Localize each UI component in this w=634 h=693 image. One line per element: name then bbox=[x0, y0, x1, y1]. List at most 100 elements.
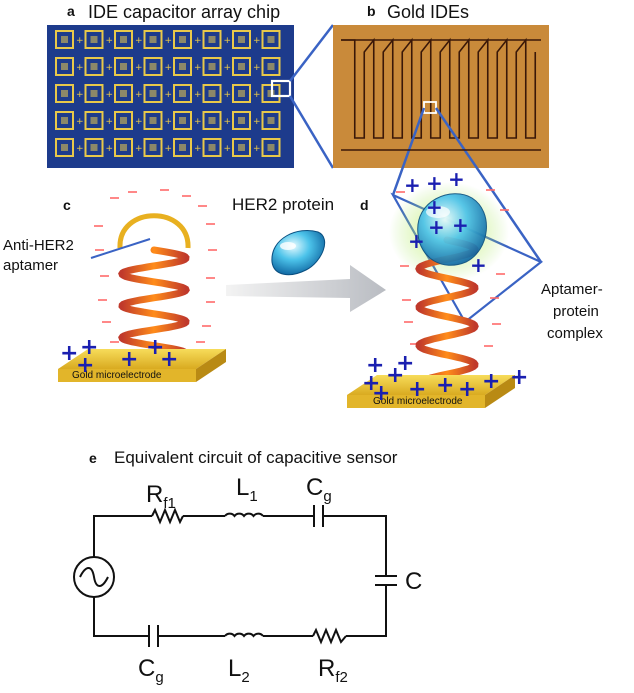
chip-cell bbox=[232, 57, 251, 76]
chip-cell bbox=[173, 30, 192, 49]
resistor-rf2 bbox=[312, 627, 347, 645]
chip-cell bbox=[202, 111, 222, 130]
chip-cell bbox=[84, 57, 104, 76]
positive-charge: + bbox=[396, 351, 414, 376]
chip-marker: + bbox=[76, 144, 84, 154]
chip-cell bbox=[173, 111, 192, 130]
chip-cell-core bbox=[179, 63, 186, 70]
positive-charge: + bbox=[80, 335, 98, 360]
chip-cell bbox=[55, 111, 74, 130]
inductor-l2 bbox=[224, 632, 264, 638]
ac-source bbox=[73, 556, 115, 598]
chip-marker: + bbox=[224, 63, 232, 73]
chip-cell bbox=[55, 84, 74, 103]
chip-cell bbox=[55, 138, 74, 157]
chip-marker: + bbox=[76, 117, 84, 127]
panel-e-title: Equivalent circuit of capacitive sensor bbox=[114, 448, 398, 467]
chip-cell-core bbox=[267, 144, 275, 151]
bound-protein-highlight bbox=[426, 206, 450, 218]
chip-cell-core bbox=[238, 144, 245, 151]
resistor-rf1 bbox=[151, 507, 184, 525]
chip-marker: + bbox=[106, 117, 114, 127]
capacitor-cg-bottom bbox=[148, 625, 159, 647]
chip-cell-core bbox=[61, 90, 68, 97]
positive-charge: + bbox=[426, 171, 443, 195]
chip-cell-core bbox=[90, 117, 98, 124]
chip-marker: + bbox=[165, 63, 173, 73]
aptamer-label-line1: Anti-HER2 bbox=[3, 237, 74, 254]
chip-cell bbox=[261, 138, 281, 157]
protein-highlight bbox=[280, 242, 296, 250]
electrode-c-top bbox=[58, 349, 226, 369]
chip-marker: + bbox=[76, 90, 84, 100]
chip-cell-core bbox=[179, 144, 186, 151]
her2-protein bbox=[271, 230, 326, 276]
positive-charge: + bbox=[362, 371, 380, 396]
chip-cell-core bbox=[208, 144, 216, 151]
chip-marker: + bbox=[224, 144, 232, 154]
positive-charge: + bbox=[510, 365, 528, 390]
chip-cell bbox=[84, 84, 104, 103]
electrode-d-side bbox=[485, 375, 515, 408]
panel-b-title: Gold IDEs bbox=[387, 2, 469, 22]
chip-cell-core bbox=[120, 36, 127, 43]
panel-e-letter: e bbox=[89, 450, 97, 466]
electrode-c-label: Gold microelectrode bbox=[72, 370, 162, 381]
chip-cell-core bbox=[90, 144, 98, 151]
positive-charge: + bbox=[372, 381, 390, 406]
chip-cell bbox=[55, 30, 74, 49]
chip-marker: + bbox=[253, 63, 261, 73]
label-rf2: Rf2 bbox=[318, 655, 348, 686]
chip-cell bbox=[114, 30, 133, 49]
chip-cell bbox=[261, 30, 281, 49]
chip-cell-core bbox=[90, 90, 98, 97]
chip-cell bbox=[55, 57, 74, 76]
chip-cell bbox=[173, 138, 192, 157]
positive-charge: + bbox=[482, 369, 500, 394]
positive-charge: + bbox=[146, 335, 164, 360]
binding-arrow bbox=[226, 265, 386, 312]
chip-cell bbox=[114, 111, 133, 130]
chip-cell-core bbox=[61, 144, 68, 151]
chip-cell bbox=[232, 138, 251, 157]
electrode-d-label: Gold microelectrode bbox=[373, 396, 463, 407]
circuit-wires bbox=[93, 515, 387, 637]
chip-cell-core bbox=[238, 63, 245, 70]
chip-cell bbox=[202, 138, 222, 157]
capacitor-cg-top bbox=[313, 505, 324, 527]
chip-marker: + bbox=[194, 90, 202, 100]
chip-cell-core bbox=[90, 36, 98, 43]
chip-cell-core bbox=[61, 63, 68, 70]
chip-cell-core bbox=[120, 117, 127, 124]
chip-electrode-grid: +++++++++++++++++++++++++++++++++++ bbox=[55, 30, 281, 157]
chip-cell-core bbox=[179, 117, 186, 124]
positive-charge: + bbox=[408, 377, 426, 402]
chip-cell-core bbox=[267, 63, 275, 70]
panel-a-letter: a bbox=[67, 3, 75, 19]
chip-marker: + bbox=[224, 36, 232, 46]
chip-cell-core bbox=[61, 117, 68, 124]
chip-cell bbox=[202, 57, 222, 76]
chip-cell-core bbox=[149, 117, 157, 124]
chip-cell-core bbox=[267, 117, 275, 124]
chip-cell-core bbox=[208, 36, 216, 43]
chip-cell-core bbox=[120, 144, 127, 151]
aptamer-label-line2: aptamer bbox=[3, 257, 58, 274]
chip-marker: + bbox=[135, 63, 143, 73]
chip-cell bbox=[114, 84, 133, 103]
chip-cell bbox=[173, 84, 192, 103]
chip-cell bbox=[261, 111, 281, 130]
capacitor-c bbox=[375, 575, 397, 586]
chip-marker: + bbox=[253, 90, 261, 100]
negative-charges-c bbox=[94, 189, 217, 343]
chip-marker: + bbox=[194, 63, 202, 73]
complex-label-line1: Aptamer- bbox=[541, 281, 603, 298]
chip-marker: + bbox=[106, 36, 114, 46]
chip-marker: + bbox=[224, 90, 232, 100]
positive-charge: + bbox=[428, 215, 445, 239]
inductor-l1 bbox=[224, 512, 264, 518]
chip-cell-core bbox=[238, 117, 245, 124]
chip-cell-core bbox=[61, 36, 68, 43]
chip-marker: + bbox=[253, 144, 261, 154]
